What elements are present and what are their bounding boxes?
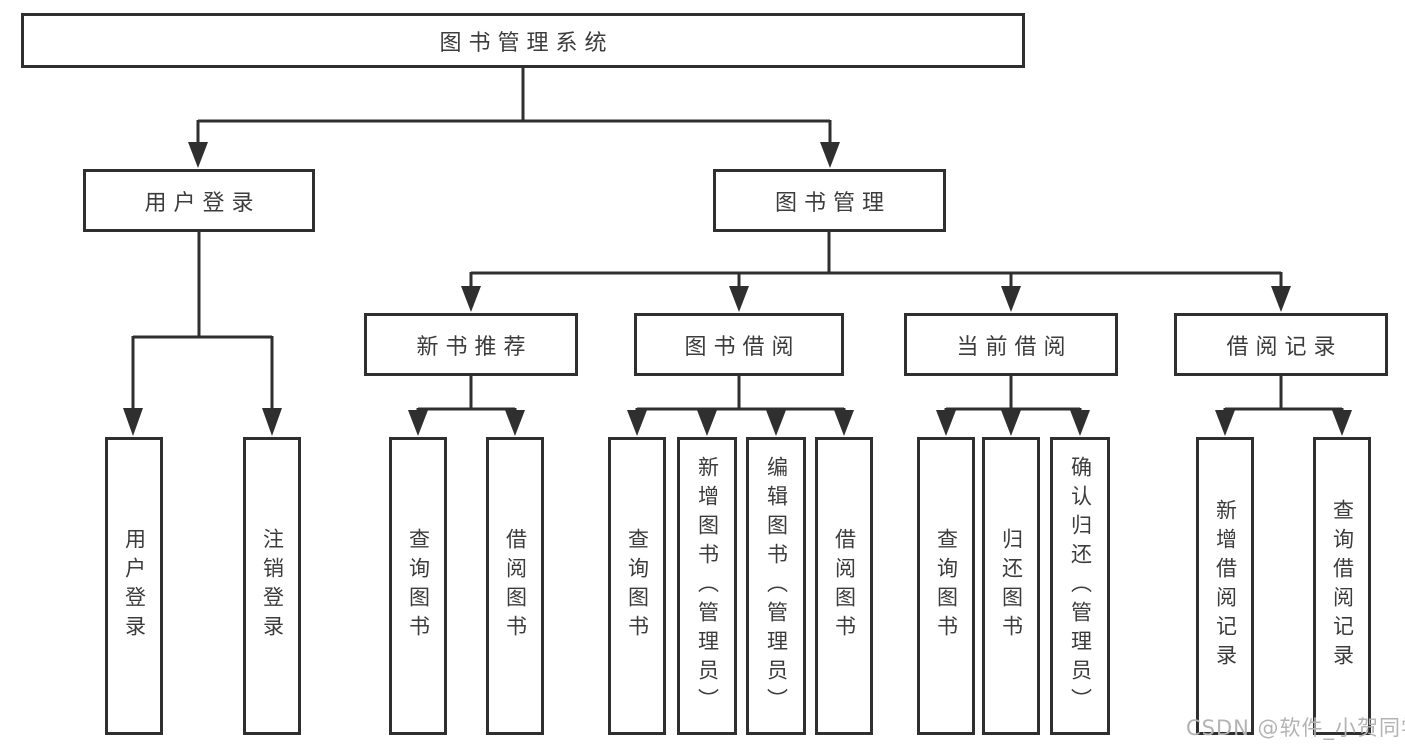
leaf-query-books-recommend: 查询图书 bbox=[389, 437, 447, 735]
leaf-edit-book-admin: 编辑图书（管理员） bbox=[746, 437, 806, 735]
leaf-add-borrow-record: 新增借阅记录 bbox=[1196, 437, 1254, 735]
node-borrow-records: 借阅记录 bbox=[1174, 313, 1388, 376]
leaf-user-login: 用户登录 bbox=[105, 437, 163, 735]
node-book-borrow: 图书借阅 bbox=[634, 313, 844, 376]
leaf-label: 归还图书 bbox=[999, 528, 1024, 644]
node-new-book-recommend: 新书推荐 bbox=[364, 313, 578, 376]
leaf-label: 用户登录 bbox=[122, 528, 147, 644]
node-user-login: 用户登录 bbox=[83, 169, 315, 232]
leaf-label: 注销登录 bbox=[260, 528, 285, 644]
leaf-borrow-book: 借阅图书 bbox=[815, 437, 873, 735]
leaf-logout: 注销登录 bbox=[243, 437, 301, 735]
leaf-label: 借阅图书 bbox=[503, 528, 528, 644]
leaf-label: 编辑图书（管理员） bbox=[764, 455, 789, 717]
node-root-library-system: 图书管理系统 bbox=[21, 13, 1025, 68]
leaf-label: 查询图书 bbox=[625, 528, 650, 644]
leaf-label: 新增图书（管理员） bbox=[695, 455, 720, 717]
leaf-query-books-borrow: 查询图书 bbox=[608, 437, 666, 735]
leaf-label: 新增借阅记录 bbox=[1213, 499, 1238, 673]
node-book-management: 图书管理 bbox=[713, 169, 946, 232]
leaf-return-book: 归还图书 bbox=[982, 437, 1040, 735]
leaf-label: 借阅图书 bbox=[832, 528, 857, 644]
leaf-query-books-current: 查询图书 bbox=[917, 437, 975, 735]
leaf-add-book-admin: 新增图书（管理员） bbox=[677, 437, 737, 735]
node-current-borrow: 当前借阅 bbox=[904, 313, 1118, 376]
leaf-label: 确认归还（管理员） bbox=[1068, 455, 1093, 717]
leaf-query-borrow-record: 查询借阅记录 bbox=[1313, 437, 1371, 735]
leaf-confirm-return-admin: 确认归还（管理员） bbox=[1050, 437, 1110, 735]
leaf-borrow-books-recommend: 借阅图书 bbox=[486, 437, 544, 735]
leaf-label: 查询图书 bbox=[406, 528, 431, 644]
leaf-label: 查询借阅记录 bbox=[1330, 499, 1355, 673]
leaf-label: 查询图书 bbox=[934, 528, 959, 644]
csdn-watermark: CSDN @软件_小贺同学 bbox=[1186, 716, 1405, 740]
